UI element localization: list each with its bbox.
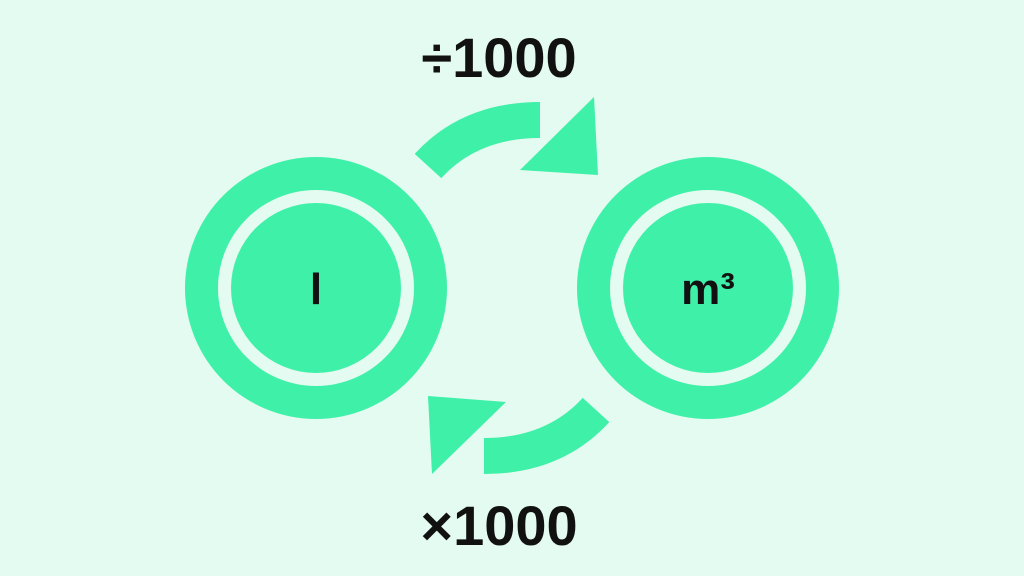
unit-label-cubic-meters: m³ — [681, 265, 735, 314]
top-arrow-head — [520, 97, 598, 175]
unit-label-liters: l — [310, 265, 322, 314]
operation-label-multiply: ×1000 — [420, 494, 578, 557]
curved-arrow-right-icon — [414, 97, 598, 179]
top-arrow-shaft — [414, 102, 541, 179]
operation-label-divide: ÷1000 — [421, 26, 577, 89]
bottom-arrow-shaft — [483, 397, 610, 474]
node-cubic-meters-core — [623, 203, 793, 373]
node-liters: l — [185, 157, 447, 419]
node-cubic-meters: m³ — [577, 157, 839, 419]
curved-arrow-left-icon — [428, 396, 610, 474]
bottom-arrow-head — [428, 396, 506, 474]
node-liters-core — [231, 203, 401, 373]
